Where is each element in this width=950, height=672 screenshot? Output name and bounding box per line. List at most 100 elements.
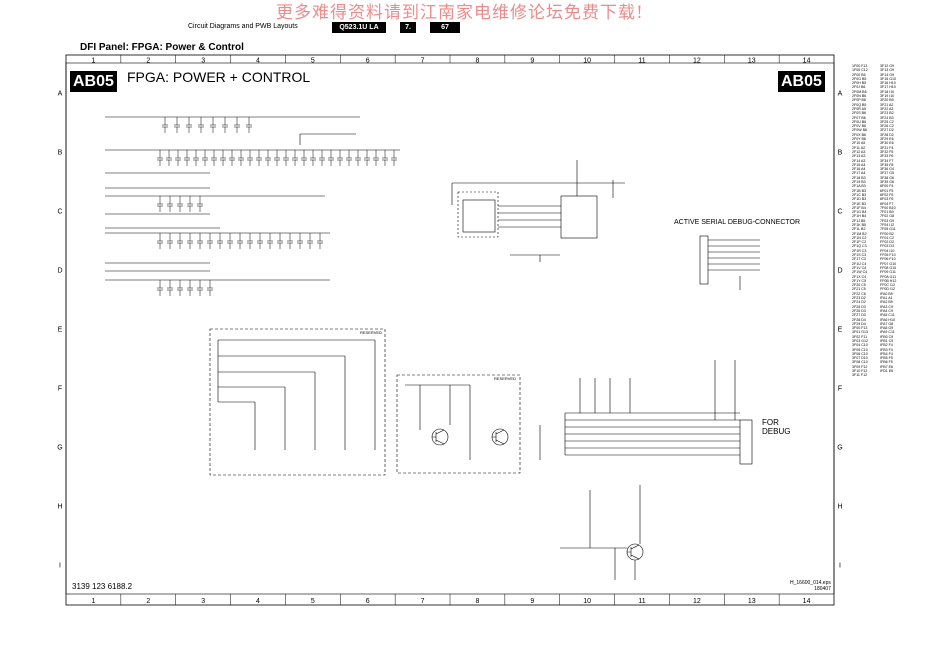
parts-list-item: FF09 G11 (880, 270, 896, 275)
parts-list-item: 2F0Y B6 (852, 137, 866, 142)
parts-list-item: IFA9 C11 (880, 330, 895, 335)
parts-list-item: 2F24 D2 (852, 300, 866, 305)
capacitor-symbol (277, 233, 283, 249)
capacitor-symbol (319, 150, 325, 166)
parts-list-item: 6F00 F4 (880, 184, 894, 189)
watermark-text: 更多难得资料请到江南家电维修论坛免费下载! (276, 3, 644, 23)
parts-list-item: IFA0 B9 (880, 291, 893, 296)
capacitor-symbol (197, 196, 203, 212)
capacitor-symbol (229, 150, 235, 166)
parts-list-item: 2F0U B6 (852, 119, 867, 124)
parts-list-item: 3F00 F13 (852, 326, 868, 331)
parts-list-item: 2F1D B3 (852, 197, 867, 202)
row-label-right-E: E (838, 327, 843, 334)
parts-list-item: FF0A G11 (880, 274, 897, 279)
parts-list-item: FF02 D2 (880, 240, 894, 245)
capacitor-symbol (292, 150, 298, 166)
row-label-left-F: F (58, 386, 62, 393)
parts-list-item: 7F05 G11 (880, 227, 896, 232)
parts-list-item: 3F02 F11 (852, 334, 868, 339)
column-label-top-9: 9 (530, 58, 534, 65)
parts-list-item: 2F25 D3 (852, 304, 866, 309)
parts-list-item: 2F1M B2 (852, 231, 867, 236)
parts-list-item: 3F32 F5 (880, 149, 894, 154)
capacitor-symbol (197, 233, 203, 249)
parts-list-item: IFB3 F4 (880, 347, 893, 352)
parts-list-item: 2F1J B5 (852, 218, 866, 223)
parts-list-item: IFA7 G8 (880, 321, 894, 326)
capacitor-symbol (247, 150, 253, 166)
column-label-top-10: 10 (583, 58, 591, 65)
conf-done-circuit (560, 485, 644, 580)
parts-list-item: 2F1S C3 (852, 253, 867, 258)
file-date: 180407 (814, 586, 831, 592)
row-label-left-C: C (57, 209, 62, 216)
column-label-top-6: 6 (366, 58, 370, 65)
parts-list-item: 7F01 B9 (880, 210, 894, 215)
column-label-bottom-11: 11 (638, 598, 645, 605)
parts-list-item: 2F1T C3 (852, 257, 866, 262)
capacitor-symbol (162, 117, 168, 133)
parts-list-item: 3F13 G9 (880, 68, 894, 73)
parts-list-item: IFA1 A1 (880, 296, 893, 301)
parts-list-item: 2F1U C4 (852, 261, 867, 266)
for-debug-connector (564, 360, 753, 465)
parts-list-item: 2F1K B5 (852, 222, 866, 227)
parts-list-item: 2F0W B6 (852, 128, 867, 133)
capacitor-symbol (187, 196, 193, 212)
row-label-left-G: G (57, 445, 62, 452)
parts-list-item: FF05 F10 (880, 253, 896, 258)
column-label-bottom-3: 3 (201, 598, 205, 605)
column-label-top-4: 4 (256, 58, 260, 65)
parts-list-item: 2F1P C2 (852, 240, 867, 245)
parts-list-item: 6F03 F6 (880, 197, 894, 202)
capacitor-symbol (157, 280, 163, 296)
parts-list-item: 2F1X C4 (852, 274, 867, 279)
parts-list-item: 2F14 A3 (852, 158, 866, 163)
capacitor-symbol (186, 117, 192, 133)
parts-list-item: 3F11 F12 (852, 373, 868, 378)
capacitor-symbol (287, 233, 293, 249)
for-debug-label: FOR DEBUG (762, 418, 790, 436)
parts-list-item: 3F26 C2 (880, 124, 894, 129)
row-label-right-A: A (838, 91, 843, 98)
column-label-top-1: 1 (91, 58, 95, 65)
parts-list-item: 2F27 D3 (852, 313, 866, 318)
parts-list-item: 2F26 D3 (852, 308, 866, 313)
capacitor-symbol (297, 233, 303, 249)
column-label-bottom-6: 6 (366, 598, 370, 605)
parts-list-item: 2F1N C2 (852, 235, 867, 240)
row-label-left-A: A (58, 91, 63, 98)
column-label-bottom-4: 4 (256, 598, 260, 605)
connector-title: ACTIVE SERIAL DEBUG-CONNECTOR (674, 219, 801, 226)
parts-list-item: 3F34 F7 (880, 158, 894, 163)
column-label-top-3: 3 (201, 58, 205, 65)
column-label-top-11: 11 (638, 58, 645, 65)
parts-list-item: 7F04 I12 (880, 222, 895, 227)
capacitor-symbol (307, 233, 313, 249)
parts-list-item: 3F03 G12 (852, 339, 868, 343)
for-debug-line-2: DEBUG (762, 427, 791, 436)
capacitor-symbol (301, 150, 307, 166)
capacitor-symbol (202, 150, 208, 166)
capacitor-symbol (310, 150, 316, 166)
parts-list-item: IFA3 C9 (880, 304, 893, 309)
capacitor-symbol (274, 150, 280, 166)
row-label-right-I: I (839, 563, 841, 570)
parts-list-item: FF08 G10 (880, 265, 897, 270)
capacitor-symbol (184, 150, 190, 166)
parts-list-item: 2F1W C4 (852, 270, 868, 275)
parts-list-item: 2F0J B6 (852, 85, 866, 90)
capacitor-symbol (174, 117, 180, 133)
for-debug-line-1: FOR (762, 418, 779, 427)
capacitor-symbol (337, 150, 343, 166)
reserved-label-1: RESERVED (360, 330, 382, 335)
debug-connector (699, 235, 760, 290)
parts-list-item: FF0D I12 (880, 287, 895, 292)
parts-list-item: FF01 C2 (880, 235, 894, 240)
capacitor-symbol (167, 280, 173, 296)
parts-list-item: FF04 I10 (880, 248, 895, 253)
parts-list-item: 2F0S B6 (852, 111, 866, 116)
parts-list-item: 3F19 I10 (880, 94, 895, 99)
